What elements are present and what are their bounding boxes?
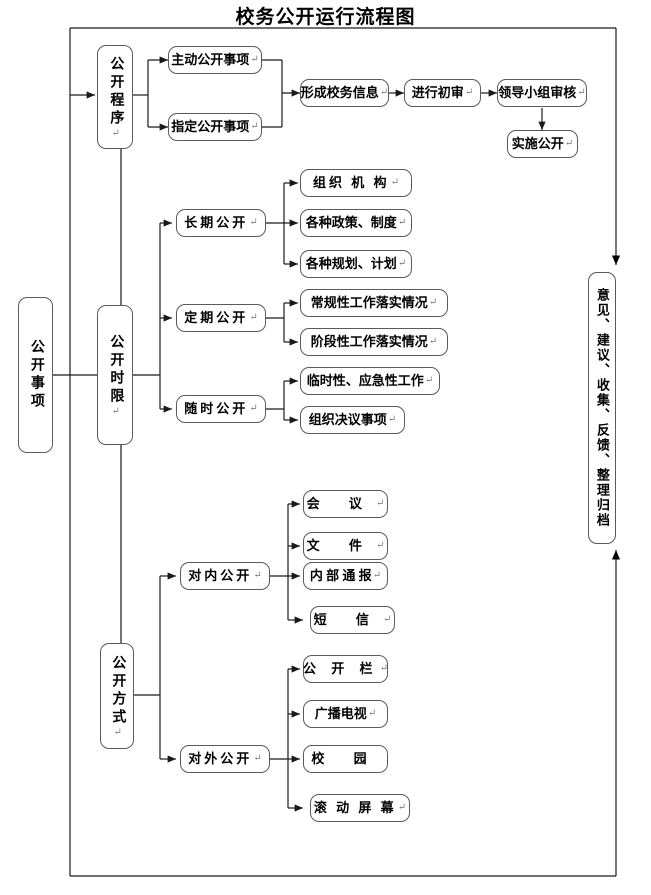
node-label: 定期公开 — [184, 310, 249, 326]
node-scrolling-screen[interactable]: 滚 动 屏 幕↵ — [310, 794, 410, 822]
pilcrow-mark: ↵ — [367, 707, 377, 719]
pilcrow-mark: ↵ — [379, 662, 388, 674]
pilcrow-mark: ↵ — [112, 726, 124, 738]
node-label: 实施公开 — [511, 136, 564, 152]
node-designated-disclosure-item[interactable]: 指定公开事项↵ — [168, 113, 262, 141]
pilcrow-mark: ↵ — [564, 137, 574, 149]
node-form-school-info[interactable]: 形成校务信息↵ — [300, 79, 389, 107]
node-internal-disclosure[interactable]: 对内公开↵ — [180, 562, 270, 590]
node-label: 对内公开 — [188, 568, 253, 584]
node-plans-programs[interactable]: 各种规划、计划↵ — [300, 250, 412, 278]
pilcrow-mark: ↵ — [390, 176, 399, 188]
node-broadcast-tv[interactable]: 广播电视↵ — [303, 700, 388, 728]
node-phased-work-status[interactable]: 阶段性工作落实情况↵ — [300, 328, 448, 356]
pilcrow-mark: ↵ — [397, 216, 407, 228]
node-routine-work-status[interactable]: 常规性工作落实情况↵ — [300, 289, 448, 317]
node-label: 各种政策、制度 — [305, 215, 397, 231]
node-periodic-disclosure[interactable]: 定期公开↵ — [176, 304, 266, 332]
page-title: 校务公开运行流程图 — [235, 7, 416, 28]
node-label: 随时公开 — [184, 401, 249, 417]
pilcrow-mark: ↵ — [428, 335, 438, 347]
node-temporary-emergency-work[interactable]: 临时性、应急性工作↵ — [300, 367, 440, 395]
node-label: 对外公开 — [188, 751, 253, 767]
node-label: 常规性工作落实情况 — [310, 295, 428, 311]
node-initial-review[interactable]: 进行初审↵ — [404, 79, 481, 107]
pilcrow-mark: ↵ — [428, 296, 438, 308]
pilcrow-mark: ↵ — [249, 402, 258, 414]
pilcrow-mark: ↵ — [253, 752, 262, 764]
node-organization-structure[interactable]: 组织 机 构↵ — [300, 169, 412, 197]
node-policies-systems[interactable]: 各种政策、制度↵ — [300, 209, 412, 237]
pilcrow-mark: ↵ — [250, 53, 259, 65]
pilcrow-mark: ↵ — [464, 86, 474, 98]
pilcrow-mark: ↵ — [577, 86, 586, 98]
node-root-public-items[interactable]: 公开事项 — [18, 297, 53, 453]
node-external-disclosure[interactable]: 对外公开↵ — [180, 745, 270, 773]
node-label: 短 信 — [313, 612, 382, 628]
pilcrow-mark: ↵ — [397, 801, 407, 813]
node-label: 公开事项 — [28, 339, 44, 411]
node-label: 组织 机 构 — [313, 175, 390, 191]
pilcrow-mark: ↵ — [253, 569, 262, 581]
node-label: 临时性、应急性工作 — [306, 373, 424, 389]
node-label: 领导小组审核 — [498, 85, 577, 101]
node-branch-procedure[interactable]: 公开程序↵ — [97, 45, 133, 149]
pilcrow-mark: ↵ — [397, 257, 407, 269]
node-campus[interactable]: 校 园 — [303, 745, 388, 773]
node-label: 组织决议事项 — [308, 412, 387, 428]
node-label: 阶段性工作落实情况 — [310, 334, 428, 350]
node-long-term-disclosure[interactable]: 长期公开↵ — [176, 209, 266, 237]
node-label: 内 部 通 报 — [309, 568, 372, 584]
node-label: 指定公开事项 — [171, 119, 250, 135]
node-label: 主动公开事项 — [171, 52, 250, 68]
node-anytime-disclosure[interactable]: 随时公开↵ — [176, 395, 266, 423]
node-label: 长期公开 — [184, 215, 249, 231]
pilcrow-mark: ↵ — [375, 539, 385, 551]
node-label: 公开方式 — [110, 654, 126, 727]
node-label: 形成校务信息 — [300, 85, 379, 101]
node-internal-bulletin[interactable]: 内 部 通 报↵ — [303, 562, 388, 590]
pilcrow-mark: ↵ — [249, 216, 258, 228]
pilcrow-mark: ↵ — [375, 497, 385, 509]
node-branch-method[interactable]: 公开方式↵ — [100, 643, 134, 749]
node-meeting[interactable]: 会 议↵ — [303, 490, 388, 518]
node-label: 校 园 — [311, 751, 380, 767]
pilcrow-mark: ↵ — [110, 127, 122, 139]
node-implement-disclosure[interactable]: 实施公开↵ — [507, 130, 578, 158]
node-label: 文 件 — [306, 538, 375, 554]
node-organization-resolutions[interactable]: 组织决议事项↵ — [300, 406, 405, 434]
node-label: 公开时限 — [108, 333, 124, 406]
pilcrow-mark: ↵ — [424, 374, 434, 386]
node-active-disclosure-item[interactable]: 主动公开事项↵ — [168, 46, 262, 74]
node-label: 会 议 — [306, 496, 375, 512]
node-leadership-review[interactable]: 领导小组审核↵ — [497, 79, 587, 107]
pilcrow-mark: ↵ — [387, 413, 397, 425]
pilcrow-mark: ↵ — [382, 613, 392, 625]
pilcrow-mark: ↵ — [249, 311, 258, 323]
node-public-bulletin-board[interactable]: 公 开 栏↵ — [303, 655, 388, 683]
node-label: 进行初审 — [411, 85, 464, 101]
node-label: 意见、建议、收集、反馈、整理归档 — [594, 288, 610, 528]
pilcrow-mark: ↵ — [250, 120, 259, 132]
node-label: 公 开 栏 — [303, 661, 379, 677]
node-label: 滚 动 屏 幕 — [313, 800, 397, 816]
node-label: 广播电视 — [314, 706, 367, 722]
node-branch-timeframe[interactable]: 公开时限↵ — [97, 305, 133, 445]
node-document[interactable]: 文 件↵ — [303, 532, 388, 560]
node-label: 公开程序 — [108, 55, 124, 128]
pilcrow-mark: ↵ — [110, 405, 122, 417]
pilcrow-mark: ↵ — [379, 86, 389, 98]
node-sms[interactable]: 短 信↵ — [310, 606, 395, 634]
pilcrow-mark: ↵ — [372, 569, 382, 581]
node-feedback-collection[interactable]: 意见、建议、收集、反馈、整理归档 — [588, 272, 616, 544]
node-label: 各种规划、计划 — [305, 256, 397, 272]
